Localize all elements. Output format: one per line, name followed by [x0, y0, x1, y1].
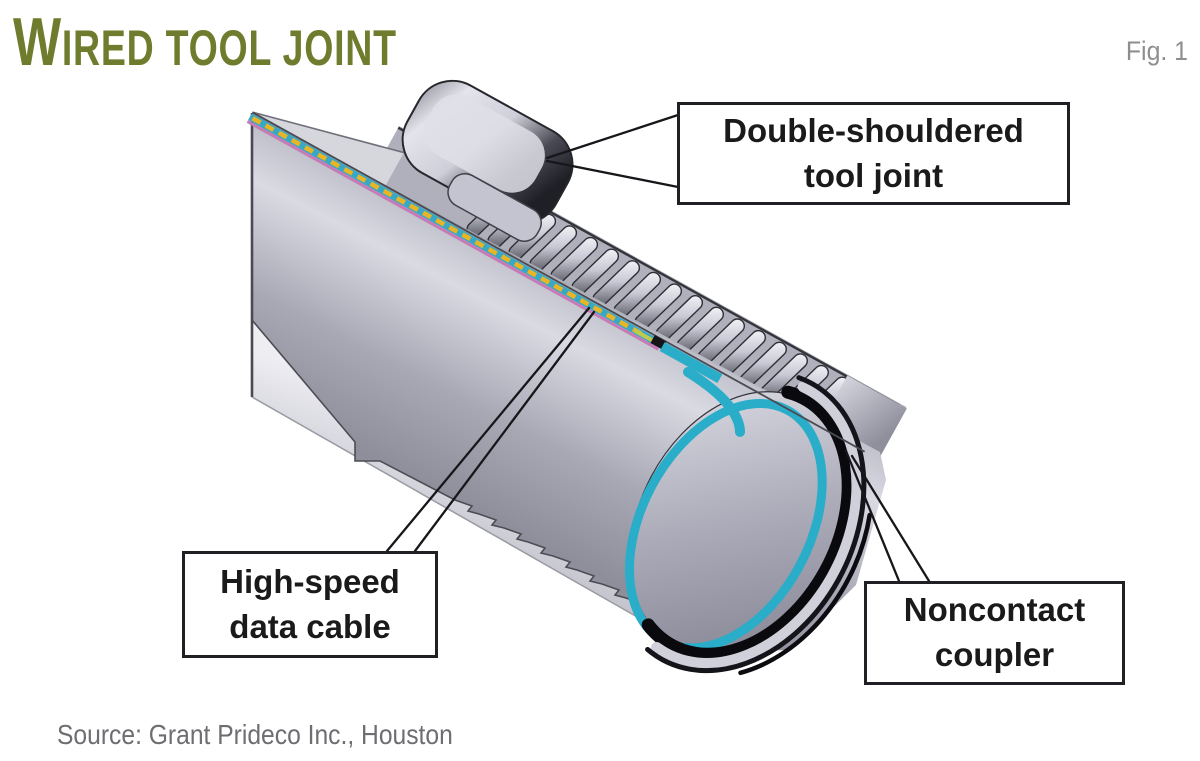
pointer-noncontact-left	[844, 449, 901, 583]
figure-title: WIRED TOOL JOINT	[13, 8, 397, 76]
callout-line: Double-shouldered	[723, 111, 1024, 149]
pipe-end-face-group	[624, 375, 872, 676]
callout-line: tool joint	[803, 156, 944, 194]
coupler-cable-edge-band	[659, 342, 723, 384]
callout-line: data cable	[229, 607, 391, 645]
pointer-double-shouldered-top	[545, 113, 680, 160]
callout-noncontact-coupler: Noncontact coupler	[864, 581, 1125, 685]
figure-title-initial: W	[13, 4, 62, 80]
pointer-high-speed-right	[413, 310, 596, 553]
cable-magenta-line	[246, 120, 660, 351]
outer-silhouette-dark-arc	[738, 512, 872, 676]
shoulder-lip-band	[651, 381, 863, 669]
figure-title-rest: IRED TOOL JOINT	[61, 20, 397, 76]
wedge-edge-line	[252, 111, 405, 154]
source-credit: Source: Grant Prideco Inc., Houston	[57, 719, 453, 750]
callout-double-shouldered-tool-joint: Double-shouldered tool joint	[677, 102, 1070, 205]
callout-line: coupler	[934, 636, 1055, 673]
callout-line: Noncontact	[903, 591, 1086, 629]
shoulder-lip-outline	[645, 375, 867, 674]
pointer-noncontact-right	[850, 454, 931, 583]
pointer-double-shouldered-bottom	[545, 159, 680, 189]
data-cable-stripe	[246, 111, 866, 453]
figure-number-label: Fig. 1	[1125, 36, 1188, 66]
tool-joint-shoulder-collar	[401, 79, 574, 242]
callout-line: High-speed	[220, 562, 400, 600]
pointer-high-speed-left	[385, 306, 591, 553]
cut-surface-wedge	[252, 112, 404, 186]
coupler-cable-turn	[683, 367, 745, 437]
cable-connector-mark	[650, 335, 667, 350]
stripe-top-edge-line	[251, 111, 866, 453]
noncontact-coupler-rim	[641, 385, 855, 661]
callout-pointer-lines	[385, 113, 931, 583]
callout-high-speed-data-cable: High-speed data cable	[182, 551, 438, 658]
